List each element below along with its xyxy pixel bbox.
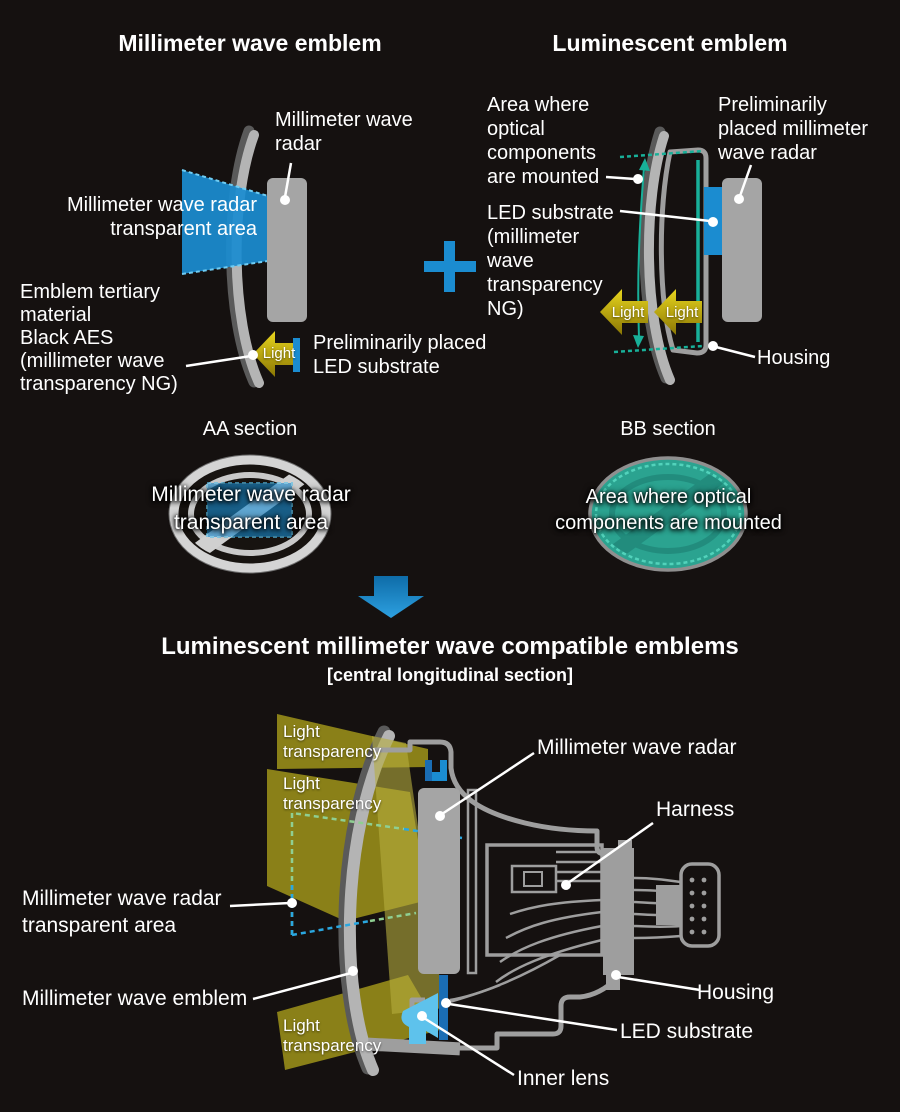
harness-wires <box>449 850 682 1004</box>
housing-bottom-bar <box>367 1037 461 1056</box>
bb-overlay-text: Area where optical components are mounte… <box>555 486 782 534</box>
millimeter-wave-emblem-title: Millimeter wave emblem <box>118 30 382 56</box>
radar-connector <box>510 864 558 894</box>
luminescent-emblem-title: Luminescent emblem <box>552 30 788 56</box>
light-arrow-text: Light <box>611 304 645 321</box>
connector-plate <box>603 840 634 990</box>
emblem-arc <box>343 730 395 1076</box>
light-arrow-icon <box>253 331 300 377</box>
harness-label: Harness <box>656 798 735 821</box>
light-arrow-text: Light <box>665 304 699 321</box>
millimeter-wave-emblem-diagram <box>181 125 307 388</box>
transparent-area-label: Millimeter wave radar transparent area <box>22 887 222 937</box>
leader-dots <box>287 811 621 1021</box>
millimeter-wave-radar-block <box>722 178 762 322</box>
aa-section-title: AA section <box>202 418 298 440</box>
aa-section-emblem <box>168 454 332 574</box>
housing-outline <box>374 739 628 1051</box>
mount-plate <box>466 788 478 975</box>
transparent-area-overlay <box>206 482 293 538</box>
combined-emblems-title: Luminescent millimeter wave compatible e… <box>161 633 739 660</box>
light-transparency-label: Light transparency <box>283 1016 382 1055</box>
led-substrate-bar <box>439 975 448 1040</box>
millimeter-wave-radar-block <box>267 178 307 322</box>
combined-emblems-subtitle: [central longitudinal section] <box>326 665 573 685</box>
connector-stub <box>656 885 682 925</box>
millimeter-wave-radar-block <box>418 788 460 974</box>
light-transparency-label: Light transparency <box>283 774 382 813</box>
led-substrate-label: LED substrate (millimeter wave transpare… <box>487 202 614 320</box>
optical-area-label: Area where optical components are mounte… <box>487 94 600 188</box>
light-arrow-icon <box>654 289 702 335</box>
emblem-arc <box>643 131 675 385</box>
radar-label: Millimeter wave radar <box>537 736 737 759</box>
led-substrate-label: LED substrate <box>620 1020 754 1043</box>
leader-lines <box>229 751 701 1077</box>
transparent-area-label: Millimeter wave radar transparent area <box>66 194 257 240</box>
prelim-radar-label: Preliminarily placed millimeter wave rad… <box>718 94 869 164</box>
bb-section-title: BB section <box>620 418 716 440</box>
radar-transparent-area-beam <box>182 170 268 274</box>
down-arrow-icon <box>358 576 424 618</box>
led-substrate-bar <box>293 338 300 372</box>
connector-pins <box>689 877 707 935</box>
aa-overlay-text: Millimeter wave radar transparent area <box>151 483 351 534</box>
bb-section-emblem <box>588 456 748 572</box>
housing-outline <box>658 147 709 356</box>
light-arrow-text: Light <box>262 345 296 362</box>
pin-connector <box>679 862 721 948</box>
housing-label: Housing <box>757 347 831 369</box>
plus-icon <box>424 241 476 292</box>
inner-lens-label: Inner lens <box>517 1067 610 1090</box>
housing-label: Housing <box>697 981 775 1004</box>
combined-emblem-diagram <box>229 714 721 1077</box>
radar-label: Millimeter wave radar <box>275 109 413 155</box>
light-arrow-icon <box>600 289 648 335</box>
tertiary-material-label: Emblem tertiary material Black AES (mill… <box>20 281 178 395</box>
emblem-label: Millimeter wave emblem <box>22 987 248 1010</box>
light-transparency-label: Light transparency <box>283 722 382 761</box>
luminescent-emblem-diagram <box>600 126 762 385</box>
prelim-led-label: Preliminarily placed LED substrate <box>313 332 487 378</box>
